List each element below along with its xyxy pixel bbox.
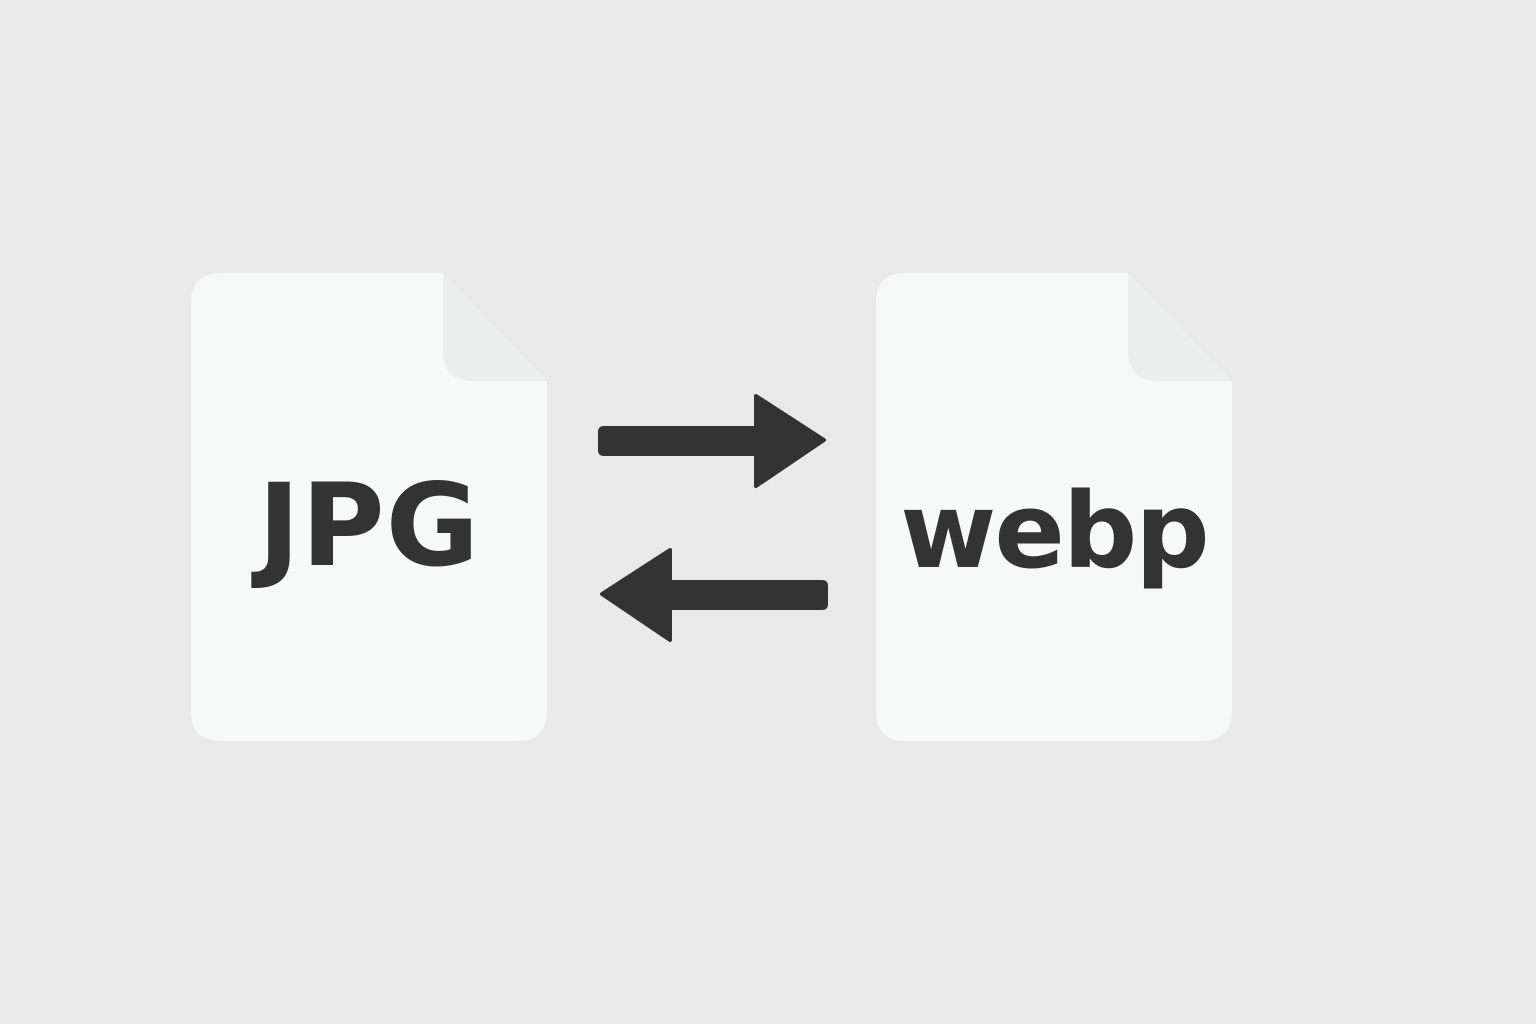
file-shape — [191, 273, 547, 741]
webp-file-icon: webp — [876, 273, 1232, 741]
webp-format-label: webp — [900, 470, 1210, 592]
arrow-left-icon — [600, 548, 828, 642]
jpg-format-label: JPG — [257, 459, 481, 592]
file-shape — [876, 273, 1232, 741]
jpg-file-icon: JPG — [191, 273, 547, 741]
arrow-right-icon — [598, 394, 826, 488]
